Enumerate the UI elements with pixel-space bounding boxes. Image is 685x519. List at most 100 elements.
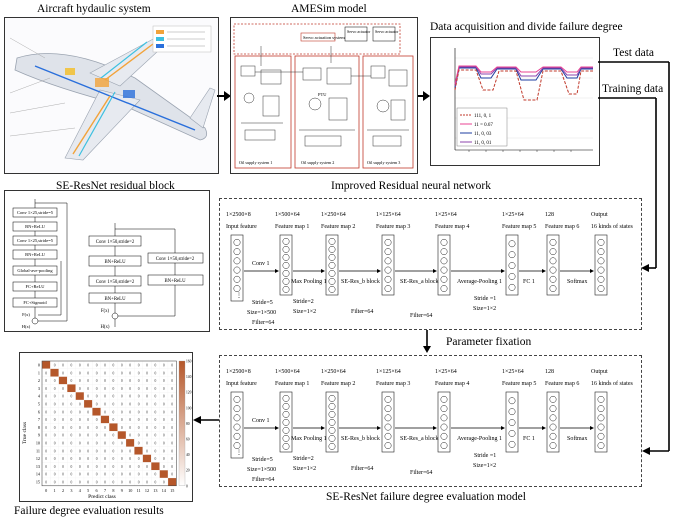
cm-cell-value: 0 <box>79 371 81 375</box>
cm-cell-value: 0 <box>96 457 98 461</box>
cm-cell-value: 0 <box>155 379 157 383</box>
neuron <box>328 442 336 450</box>
cm-cell-value: 0 <box>113 387 115 391</box>
servo-label: Servo actuation system <box>303 35 345 40</box>
cm-cell-value: 0 <box>146 426 148 430</box>
cm-xtick: 10 <box>128 488 132 493</box>
op-maxpool1: Max Pooling 1 <box>291 279 327 285</box>
cm-cell-value: 0 <box>121 457 123 461</box>
se-left-step-1: Conv 1×25,stride=5 <box>17 210 54 216</box>
cm-cell-value: 0 <box>104 473 106 477</box>
param-filter64-a: Filter=64 <box>252 477 274 483</box>
cm-colorbar-tick: 0 <box>186 484 188 488</box>
neuron <box>233 238 241 246</box>
neuron <box>233 405 241 413</box>
cm-cell-value: 0 <box>87 387 89 391</box>
cm-cell-value: 0 <box>129 364 131 368</box>
cm-cell-value: 0 <box>54 481 56 485</box>
cm-cell-value: 0 <box>171 403 173 407</box>
cm-cell-value: 0 <box>129 473 131 477</box>
cm-cell-value: 0 <box>45 426 47 430</box>
cm-cell-value: 0 <box>96 442 98 446</box>
cm-cell-value: 0 <box>171 410 173 414</box>
cm-cell-value: 0 <box>104 371 106 375</box>
cm-cell-value: 0 <box>163 465 165 469</box>
cm-cell-value: 0 <box>54 442 56 446</box>
cm-cell-value: 0 <box>155 410 157 414</box>
cm-ytick: 6 <box>38 409 40 414</box>
cm-cell-value: 0 <box>87 364 89 368</box>
cm-cell-value: 0 <box>129 418 131 422</box>
cm-ylabel: True class <box>22 422 28 444</box>
neuron <box>384 275 392 283</box>
neuron <box>384 395 392 403</box>
neuron <box>440 442 448 449</box>
neuron <box>508 251 516 259</box>
cm-cell-value: 0 <box>121 371 123 375</box>
cm-cell-value: 0 <box>71 410 73 414</box>
cm-cell-value: 0 <box>54 465 56 469</box>
cm-cell-value: 0 <box>79 426 81 430</box>
flow-arrowhead <box>377 426 381 430</box>
cm-cell-value: 0 <box>62 395 64 399</box>
neuron <box>282 442 290 450</box>
cm-cell-value: 0 <box>163 481 165 485</box>
cm-cell-value: 0 <box>129 426 131 430</box>
cm-colorbar-tick: 40 <box>186 453 190 457</box>
op-se-res-a: SE-Res_a block <box>400 279 439 285</box>
cm-cell-value: 0 <box>138 442 140 446</box>
neuron <box>328 237 336 245</box>
flow-arrowhead <box>321 269 325 273</box>
neuron <box>440 257 448 265</box>
cm-xtick: 7 <box>104 488 106 493</box>
map-fm3: Feature map 3 <box>376 381 410 387</box>
improved-network-panel: 1×2500×8 1×500×64 1×250×64 1×125×64 1×25… <box>219 198 642 330</box>
cm-cell-value: 0 <box>129 410 131 414</box>
cm-cell-value: 0 <box>79 473 81 477</box>
cm-cell-value: 0 <box>171 426 173 430</box>
cm-ytick: 0 <box>38 363 40 368</box>
neuron <box>328 261 336 269</box>
legend-3: 11, 0, 03 <box>474 132 492 137</box>
cm-cell-value: 0 <box>138 403 140 407</box>
cm-xtick: 1 <box>54 488 56 493</box>
cm-cell-value: 0 <box>171 442 173 446</box>
cm-cell-value: 0 <box>155 434 157 438</box>
neuron <box>328 253 336 261</box>
neuron <box>328 402 336 410</box>
oil-supply-2-label: Oil supply system 2 <box>301 160 334 165</box>
map-fm3: Feature map 3 <box>376 224 410 230</box>
flow-arrowhead <box>501 269 505 273</box>
series-red <box>454 69 593 101</box>
arrow-parameter-fixation <box>423 346 431 353</box>
op-avgpool1: Average-Pooling 1 <box>457 436 502 442</box>
cm-cell <box>100 415 110 424</box>
se-block-panel: Conv 1×25,stride=5 BN+ReLU Conv 1×25,str… <box>4 190 210 332</box>
neuron <box>440 248 448 256</box>
cm-cell-value: 0 <box>113 403 115 407</box>
amesim-panel: Servo actuation system Servo actuator Se… <box>230 17 418 174</box>
cm-cell-value: 0 <box>138 387 140 391</box>
cm-cell-value: 0 <box>113 449 115 453</box>
cm-cell <box>92 407 101 416</box>
cm-cell-value: 0 <box>54 449 56 453</box>
neuron <box>328 269 336 277</box>
neuron <box>597 423 605 431</box>
cm-cell-value: 0 <box>113 410 115 414</box>
cm-cell-value: 0 <box>146 442 148 446</box>
neuron <box>233 395 241 403</box>
op-avgpool1: Average-Pooling 1 <box>457 279 502 285</box>
map-fm5: Feature map 5 <box>502 224 536 230</box>
neuron <box>233 266 241 274</box>
flow-arrowhead <box>590 426 594 430</box>
cm-cell-value: 0 <box>104 426 106 430</box>
cm-cell <box>117 431 127 440</box>
cm-cell-value: 0 <box>45 403 47 407</box>
se-shortcut-conv: Conv 1×50,stride=2 <box>156 257 195 262</box>
cm-ytick: 14 <box>36 472 41 477</box>
se-left-hx: H(x) <box>22 324 31 329</box>
cm-cell-value: 0 <box>71 481 73 485</box>
cm-cell-value: 0 <box>54 434 56 438</box>
